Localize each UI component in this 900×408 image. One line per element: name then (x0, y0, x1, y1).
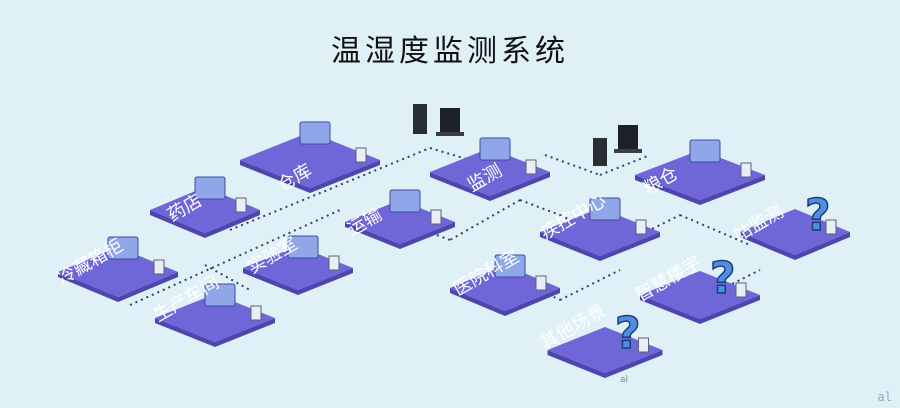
tile-side (740, 232, 850, 260)
tile-side (243, 268, 353, 295)
sensor-device-icon (355, 147, 367, 163)
warehouse-icon (299, 121, 331, 145)
tile-surface (635, 150, 765, 200)
sensor-device-icon (250, 305, 262, 321)
gateway-devices (413, 104, 642, 166)
watermark: al (877, 390, 892, 404)
scene-tile-hospital: 医院科室 (450, 246, 560, 316)
storefront-icon (194, 176, 226, 200)
fridge-icon (107, 236, 139, 260)
tile-surface (640, 271, 760, 319)
truck-icon (389, 189, 421, 213)
scene-tile-pharmacy: 药店 (150, 176, 260, 238)
tile-side (547, 350, 663, 378)
scene-tile-other: ?其他场景 (537, 300, 663, 378)
scene-tile-transport: 运输 (344, 189, 455, 249)
tile-surface (540, 208, 660, 256)
sensor-device-icon (525, 159, 537, 175)
granary-icon (689, 139, 721, 163)
workstation-icon (479, 137, 511, 161)
sensor-device-icon (740, 162, 752, 178)
lab-bench-icon (589, 197, 621, 221)
sensor-device-icon (235, 197, 247, 213)
sensor-device-icon (430, 209, 442, 225)
svg-text:?: ? (615, 308, 641, 359)
tile-side (635, 175, 765, 205)
tile-side (150, 210, 260, 238)
sensor-device-icon (735, 282, 747, 298)
tile-surface (155, 294, 275, 342)
tile-side (345, 222, 455, 249)
question-mark-icon: ? (614, 307, 641, 360)
scene-tile-warehouse: 仓库 (240, 121, 380, 196)
scene-tile-monitoring: 监测 (430, 137, 550, 201)
tile-side (155, 318, 275, 347)
tile-surface (58, 247, 178, 297)
tile-surface (450, 265, 560, 311)
tile-surface (240, 132, 380, 188)
scene-tile-base-station: ?站监测 (730, 189, 850, 260)
tile-side (640, 295, 760, 324)
scene-tile-cdc: 疾控中心 (537, 190, 660, 261)
scene-tile-laboratory: 实验室 (243, 233, 353, 295)
lab-people-icon (287, 235, 319, 259)
sensor-device-icon (635, 219, 647, 235)
sensor-device-icon (328, 255, 340, 271)
sensor-device-icon (825, 219, 837, 235)
page-title: 温湿度监测系统 (331, 34, 569, 69)
tile-side (540, 232, 660, 261)
tile-surface (430, 148, 550, 196)
tile-surface (150, 187, 260, 233)
tile-surface (345, 200, 455, 244)
tile-surface (243, 246, 353, 290)
tile-side (58, 272, 178, 302)
scene-tile-smart-building: ?智慧楼宇 (632, 252, 760, 324)
sensor-device-icon (153, 259, 165, 275)
tile-side (450, 288, 560, 316)
sensor-device-icon (535, 275, 547, 291)
scene-tile-workshop: 生产车间 (150, 272, 275, 347)
svg-text:?: ? (710, 253, 736, 304)
tile-surface (547, 327, 663, 373)
factory-icon (204, 283, 236, 307)
connector-lines (129, 147, 761, 306)
scene-tile-cold-storage: 冷藏箱柜 (54, 235, 178, 302)
tile-side (430, 172, 550, 201)
question-mark-icon: ? (709, 252, 736, 305)
hospital-icon (494, 254, 526, 278)
scene-tile-granary: 粮仓 (635, 139, 765, 205)
sensor-device-icon (638, 337, 649, 353)
tile-surface (740, 209, 850, 255)
small-mark: al (620, 375, 628, 385)
